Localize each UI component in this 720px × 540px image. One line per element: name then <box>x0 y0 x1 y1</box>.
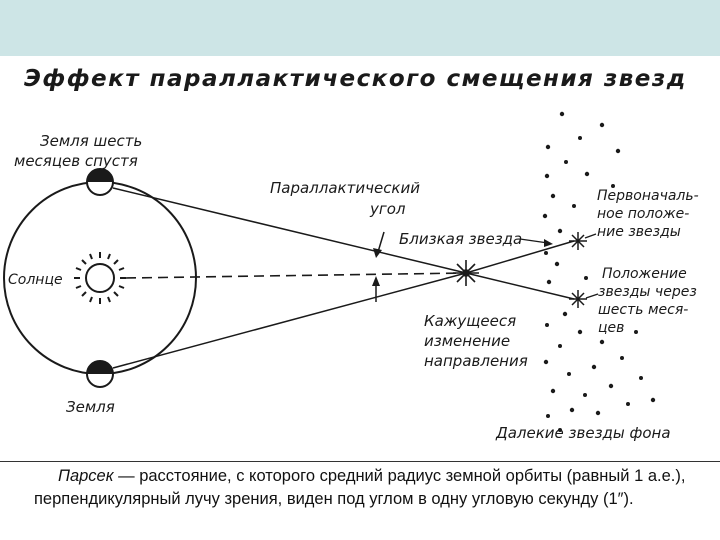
star-original-position <box>569 232 587 250</box>
label-original-position-line1: Первоначаль- <box>597 188 699 204</box>
parsec-definition: Парсек — расстояние, с которого средний … <box>0 461 720 540</box>
header-bar <box>0 0 720 56</box>
sun <box>74 252 126 304</box>
diagram-title: Эффект параллактического смещения звезд <box>24 66 687 92</box>
term-parsec: Парсек <box>58 467 114 485</box>
sight-line-earth <box>112 272 467 369</box>
label-earth: Земля <box>66 398 115 416</box>
label-parallax-angle-line1: Параллактический <box>270 179 420 197</box>
label-distant-stars: Далекие звезды фона <box>495 424 671 442</box>
original-position-pointer <box>584 233 597 239</box>
label-original-position-line3: ние звезды <box>597 224 681 240</box>
label-earth-six-months-line1: Земля шесть <box>40 132 142 150</box>
label-parallax-angle-line2: угол <box>369 200 406 218</box>
near-star <box>453 260 479 286</box>
label-original-position-line2: ное положе- <box>597 206 689 222</box>
extended-line-original <box>465 240 575 274</box>
label-near-star: Близкая звезда <box>399 230 522 248</box>
near-star-pointer-head <box>544 239 553 247</box>
label-apparent-change-line2: изменение <box>424 332 510 350</box>
label-sun: Солнце <box>8 272 63 288</box>
sun-star-axis <box>125 272 467 279</box>
label-position-after-line1: Положение <box>602 266 687 282</box>
earth <box>86 360 114 388</box>
definition-text: — расстояние, с которого средний радиус … <box>34 467 686 508</box>
label-position-after-line2: звезды через <box>598 284 697 300</box>
diagram-canvas: Эффект параллактического смещения звезд <box>3 66 699 442</box>
near-star-pointer <box>519 238 549 244</box>
label-apparent-change-line1: Кажущееся <box>424 312 516 330</box>
label-earth-six-months-line2: месяцев спустя <box>14 152 138 170</box>
label-position-after-line3: шесть меся- <box>598 302 688 318</box>
star-position-after-six-months <box>569 290 587 308</box>
later-position-pointer <box>585 293 599 299</box>
parallax-angle-arrows <box>372 231 385 302</box>
background-stars <box>542 111 656 432</box>
label-position-after-line4: цев <box>598 320 624 336</box>
earth-six-months-later <box>86 168 114 196</box>
label-apparent-change-line3: направления <box>424 352 528 370</box>
parallax-diagram: Эффект параллактического смещения звезд <box>0 56 720 462</box>
extended-line-later <box>465 272 575 300</box>
sight-line-six-months <box>112 187 467 274</box>
